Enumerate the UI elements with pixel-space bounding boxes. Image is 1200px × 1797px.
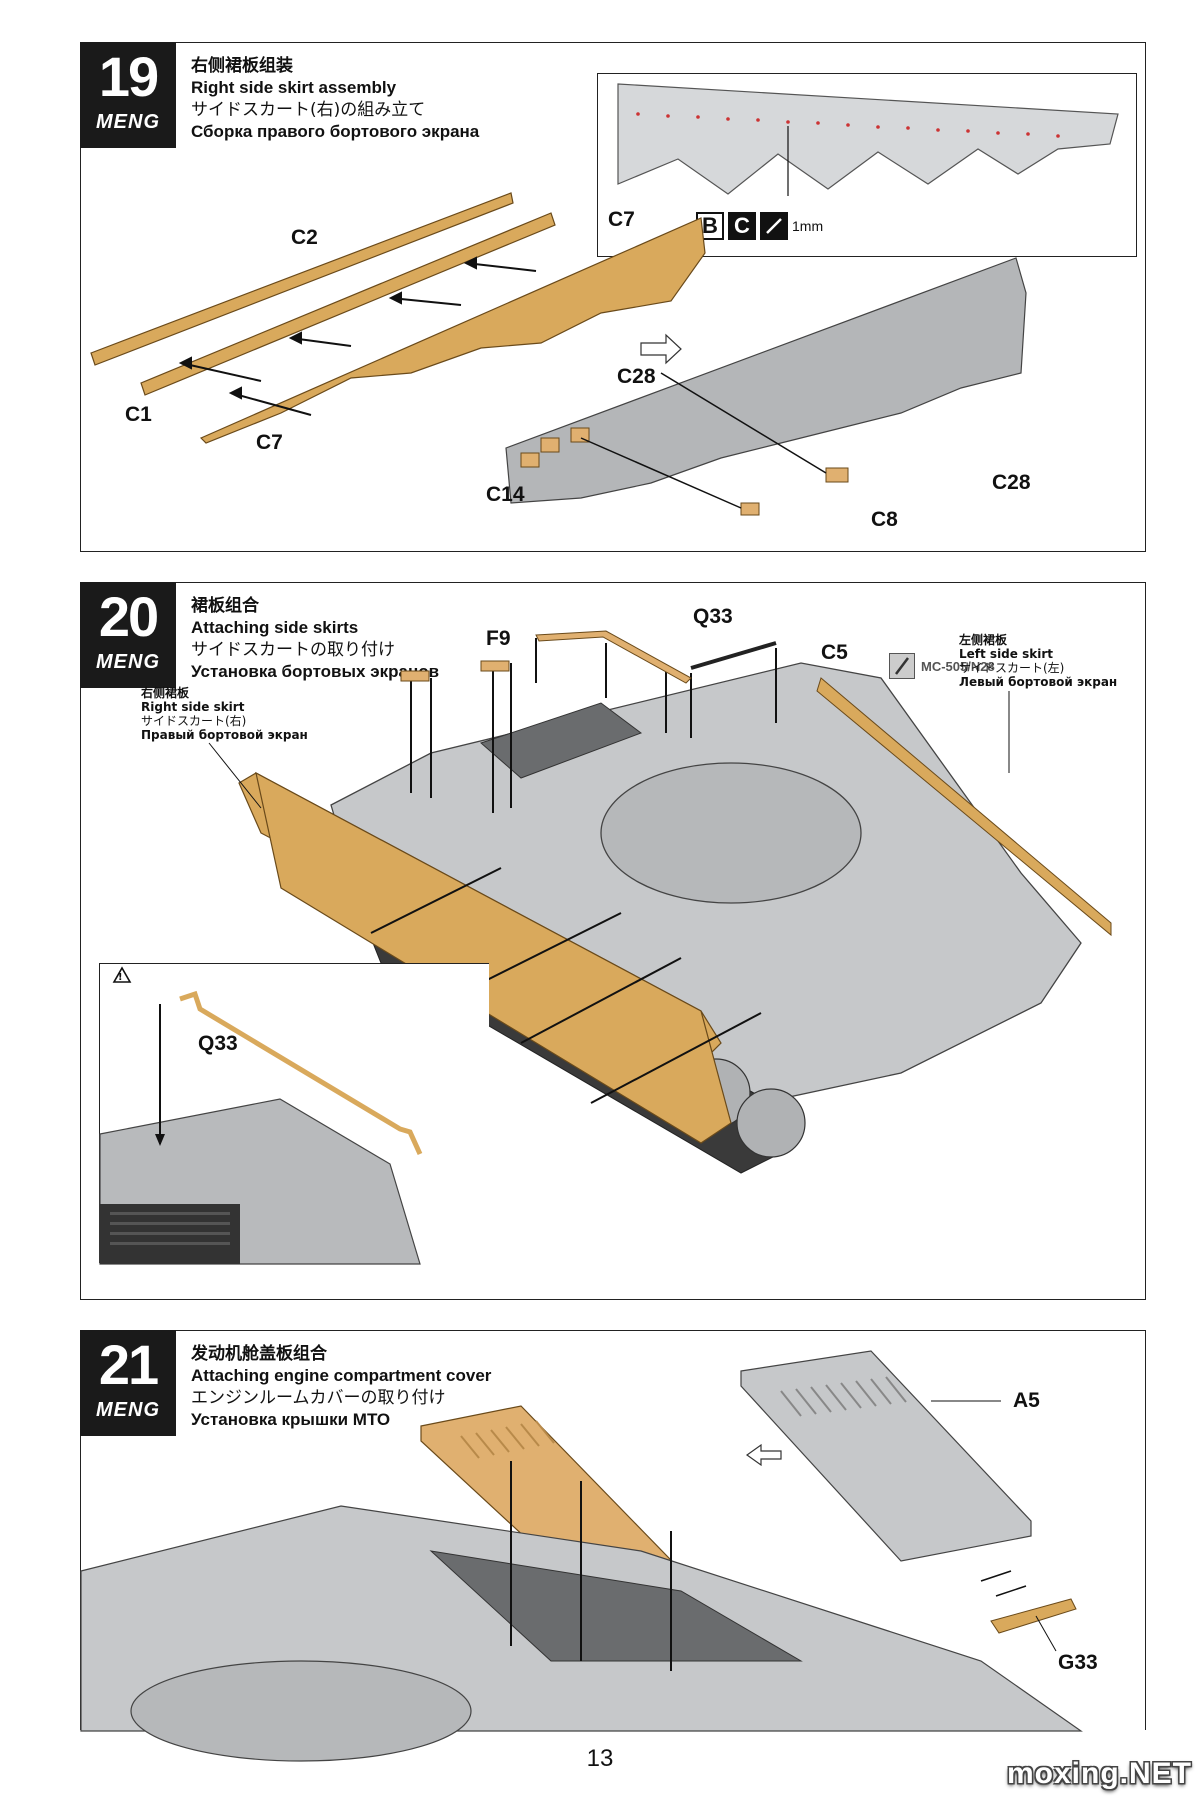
step-21-badge: 21 MENG: [80, 1330, 176, 1436]
step-number: 19: [98, 45, 159, 108]
part-label-c8: C8: [871, 508, 898, 531]
step-19-tan-parts: [90, 192, 1027, 516]
step-21-panel: 21 MENG 发动机舱盖板组合 Attaching engine compar…: [80, 1330, 1146, 1762]
title-ru: Установка бортовых экранов: [191, 662, 440, 681]
drill-icon: [760, 212, 788, 240]
left-skirt-zh: 左侧裙板: [959, 633, 1008, 647]
part-label-c28-top: C28: [617, 365, 656, 388]
left-skirt-label: 左侧裙板 Left side skirt サイドスカート(左) Левый бо…: [959, 633, 1117, 689]
left-skirt-ja: サイドスカート(左): [959, 661, 1065, 675]
drill-icons: B C 1mm: [696, 212, 823, 240]
left-skirt-en: Left side skirt: [959, 647, 1053, 661]
paint-brush-icon: [889, 653, 915, 679]
step-19-drill-inset: C7 B C 1mm: [597, 73, 1137, 257]
page-number: 13: [586, 1745, 614, 1772]
step-21-titles: 发动机舱盖板组合 Attaching engine compartment co…: [191, 1343, 491, 1431]
title-ja: サイドスカートの取り付け: [191, 640, 395, 660]
watermark: moxing.NET: [1006, 1757, 1192, 1790]
step-20-q33-inset: ! Q33: [99, 963, 489, 1265]
title-ru: Установка крышки МТО: [191, 1410, 391, 1429]
part-label-c28-right: C28: [992, 471, 1031, 494]
part-label-c14: C14: [486, 483, 525, 506]
right-skirt-en: Right side skirt: [141, 700, 245, 714]
title-zh: 右侧裙板组装: [191, 56, 293, 76]
paint-callout: MC-505/N28: [889, 653, 995, 679]
brand-logo: MENG: [96, 1399, 160, 1421]
part-label-g33: G33: [1058, 1651, 1098, 1674]
step-21-diagram: [80, 1350, 1083, 1762]
part-label-f9: F9: [486, 627, 511, 650]
step-20-titles: 裙板组合 Attaching side skirts サイドスカートの取り付け …: [191, 595, 439, 683]
c7-drill-diagram: [617, 83, 1119, 196]
part-label-q33-inset: Q33: [198, 1032, 238, 1055]
title-en: Attaching side skirts: [191, 618, 359, 637]
paint-code: MC-505/N28: [921, 658, 995, 674]
part-label-a5: A5: [1013, 1389, 1040, 1412]
right-skirt-ru: Правый бортовой экран: [141, 728, 308, 742]
title-zh: 发动机舱盖板组合: [191, 1344, 327, 1364]
part-label-q33: Q33: [693, 605, 733, 628]
right-skirt-ja: サイドスカート(右): [141, 714, 247, 728]
warning-icon: !: [118, 972, 123, 983]
title-ja: エンジンルームカバーの取り付け: [191, 1388, 446, 1408]
step-number: 21: [98, 1333, 159, 1396]
title-ja: サイドスカート(右)の組み立て: [191, 100, 426, 120]
step-20-panel: 20 MENG 裙板组合 Attaching side skirts サイドスカ…: [80, 582, 1146, 1300]
drill-size: 1mm: [792, 218, 824, 234]
step-19-titles: 右侧裙板组装 Right side skirt assembly サイドスカート…: [191, 55, 479, 143]
part-label-c7: C7: [256, 431, 283, 454]
part-label-c7-inset: C7: [608, 208, 635, 231]
step-19-panel: 19 MENG 右侧裙板组装 Right side skirt assembly…: [80, 42, 1146, 552]
icon-c: C: [728, 212, 756, 240]
step-19-badge: 19 MENG: [80, 42, 176, 148]
step-number: 20: [98, 585, 159, 648]
part-label-c5: C5: [821, 641, 848, 664]
title-ru: Сборка правого бортового экрана: [191, 122, 480, 141]
step-20-badge: 20 MENG: [80, 582, 176, 688]
title-en: Right side skirt assembly: [191, 78, 397, 97]
title-zh: 裙板组合: [191, 596, 259, 616]
right-skirt-label: 右侧裙板 Right side skirt サイドスカート(右) Правый …: [141, 686, 308, 742]
q33-detail-diagram: [99, 966, 423, 1265]
part-label-c2: C2: [291, 226, 318, 249]
step-20-tank-diagram: [208, 630, 1112, 1174]
brand-logo: MENG: [96, 111, 160, 133]
part-label-c1: C1: [125, 403, 152, 426]
brand-logo: MENG: [96, 651, 160, 673]
left-skirt-ru: Левый бортовой экран: [959, 675, 1118, 689]
right-skirt-zh: 右侧裙板: [141, 686, 190, 700]
title-en: Attaching engine compartment cover: [191, 1366, 492, 1385]
